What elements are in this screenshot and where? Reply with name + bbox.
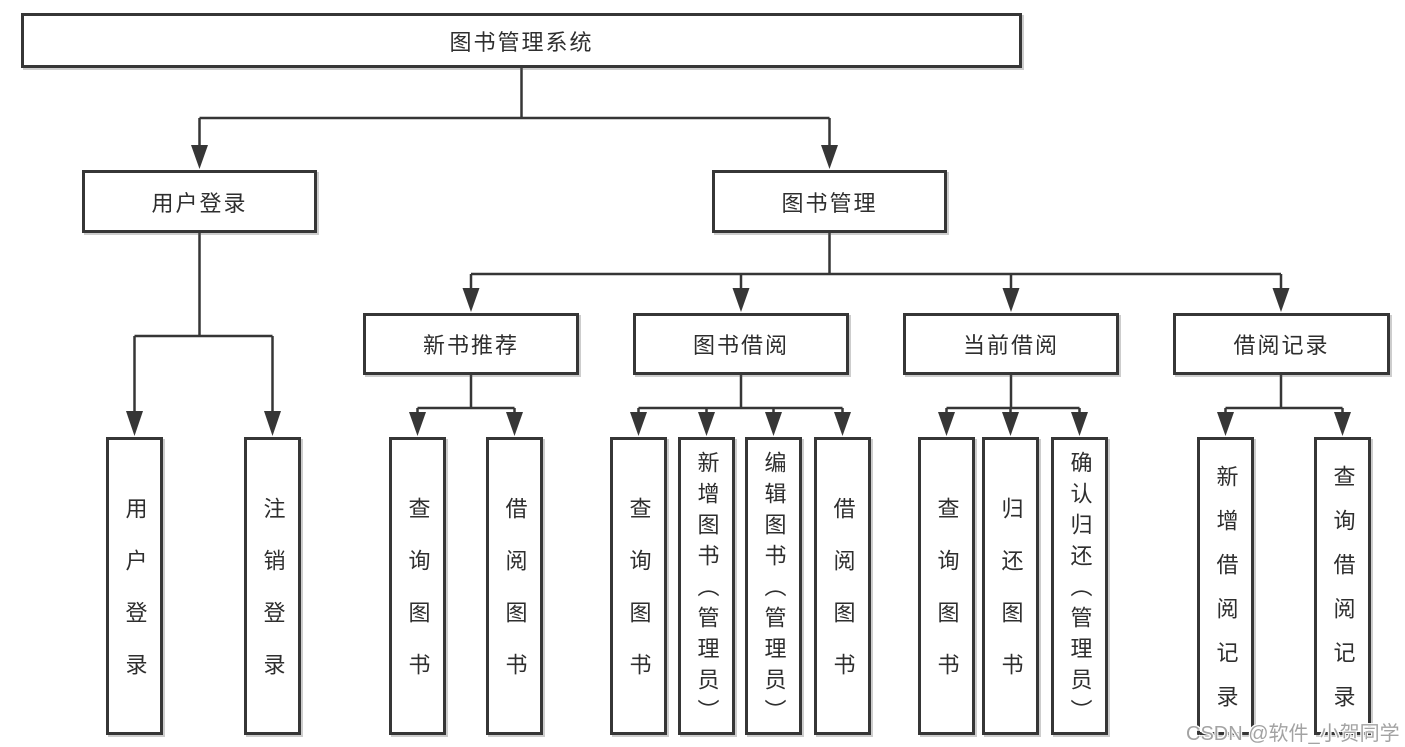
leaf-user-login: 用户登录 [106, 437, 163, 735]
leaf-label: 归还图书 [998, 497, 1024, 705]
leaf-records-query-record: 查询借阅记录 [1314, 437, 1371, 735]
leaf-label: 新增借阅记录 [1213, 465, 1239, 729]
node-borrow-records: 借阅记录 [1173, 313, 1390, 375]
leaf-label: 注销登录 [260, 497, 286, 705]
leaf-borrow-borrow-books: 借阅图书 [814, 437, 871, 735]
leaf-label: 编辑图书（管理员） [761, 451, 787, 730]
leaf-label: 查询借阅记录 [1330, 465, 1356, 729]
leaf-current-query-books: 查询图书 [918, 437, 975, 735]
leaf-borrow-query-books: 查询图书 [610, 437, 667, 735]
node-label: 图书借阅 [692, 333, 789, 358]
node-label: 新书推荐 [422, 333, 519, 358]
node-label: 图书管理系统 [449, 29, 594, 55]
node-new-book-recommend: 新书推荐 [363, 313, 579, 375]
leaf-label: 查询图书 [934, 497, 960, 705]
node-label: 用户登录 [151, 190, 248, 216]
leaf-current-confirm-return-admin: 确认归还（管理员） [1051, 437, 1108, 735]
node-library-management-system: 图书管理系统 [21, 13, 1022, 68]
leaf-label: 确认归还（管理员） [1067, 451, 1093, 730]
leaf-label: 用户登录 [122, 497, 148, 705]
leaf-label: 借阅图书 [830, 497, 856, 705]
arrowhead-icons [126, 145, 1351, 436]
leaf-recommend-query-books: 查询图书 [389, 437, 446, 735]
node-user-login: 用户登录 [82, 170, 317, 233]
node-book-borrow: 图书借阅 [633, 313, 849, 375]
leaf-current-return-books: 归还图书 [982, 437, 1039, 735]
node-label: 借阅记录 [1233, 333, 1330, 358]
leaf-borrow-edit-books-admin: 编辑图书（管理员） [745, 437, 802, 735]
leaf-recommend-borrow-books: 借阅图书 [486, 437, 543, 735]
leaf-label: 查询图书 [405, 497, 431, 705]
leaf-label: 查询图书 [626, 497, 652, 705]
leaf-records-add-record: 新增借阅记录 [1197, 437, 1254, 735]
leaf-logout: 注销登录 [244, 437, 301, 735]
node-book-management: 图书管理 [712, 170, 947, 233]
csdn-watermark: CSDN @软件_小贺同学 [1186, 723, 1400, 745]
node-label: 当前借阅 [962, 333, 1059, 358]
leaf-label: 新增图书（管理员） [694, 451, 720, 730]
leaf-label: 借阅图书 [502, 497, 528, 705]
leaf-borrow-add-books-admin: 新增图书（管理员） [678, 437, 735, 735]
node-current-borrow: 当前借阅 [903, 313, 1119, 375]
node-label: 图书管理 [781, 190, 878, 216]
